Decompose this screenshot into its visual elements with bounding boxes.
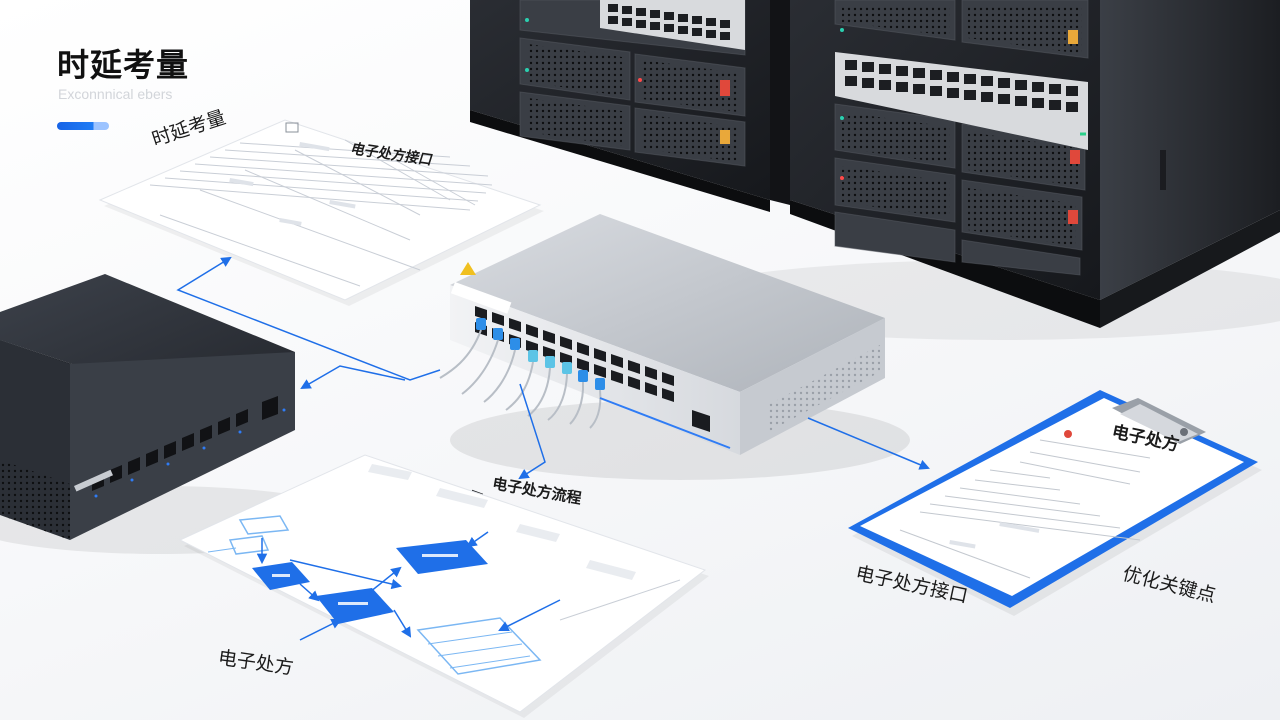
document-icon — [98, 119, 544, 306]
page-subtitle: Exconnnical ebers — [58, 86, 173, 102]
switch-port-row — [845, 60, 1078, 112]
network-switch-icon — [0, 274, 295, 540]
flowchart-icon — [178, 454, 709, 718]
server-rack-icon — [470, 0, 1280, 328]
clipboard-icon — [848, 390, 1262, 616]
page-title: 时延考量 — [57, 46, 190, 84]
network-switch-icon — [439, 214, 885, 503]
connector-lines — [176, 256, 930, 480]
title-accent-bar — [57, 122, 109, 130]
